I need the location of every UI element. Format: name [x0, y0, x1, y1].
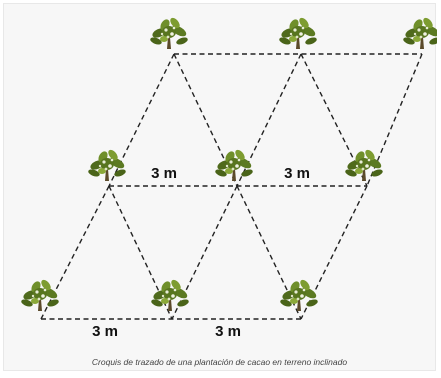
distance-label: 3 m: [92, 323, 118, 340]
cacao-plant-icon: [150, 278, 190, 311]
figure-caption: Croquis de trazado de una plantación de …: [91, 357, 348, 367]
cacao-plant-icon: [149, 16, 189, 49]
cacao-plant-icon: [87, 148, 127, 181]
diagram-frame: 3 m 3 m 3 m 3 m Croquis de trazado de un…: [3, 3, 437, 371]
distance-label: 3 m: [151, 165, 177, 182]
planting-grid-lines: [40, 53, 423, 320]
cacao-plant-icon: [278, 16, 318, 49]
cacao-plant-icon: [20, 278, 60, 311]
cacao-plant-icon: [402, 16, 437, 49]
cacao-plant-icon: [214, 148, 254, 181]
distance-label: 3 m: [215, 323, 241, 340]
cacao-plant-icon: [279, 278, 319, 311]
distance-label: 3 m: [284, 165, 310, 182]
planting-layout-diagram: 3 m 3 m 3 m 3 m: [20, 16, 437, 340]
